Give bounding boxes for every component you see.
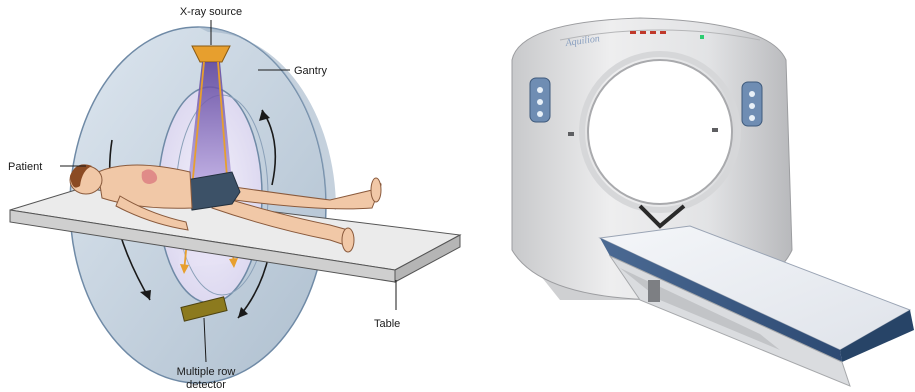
label-xray-source: X-ray source [180, 6, 242, 18]
control-panel-left-icon [530, 78, 550, 122]
scanner-bore [588, 60, 732, 204]
control-panel-right-icon [742, 82, 762, 126]
label-table: Table [374, 318, 400, 330]
label-detector-line2: detector [186, 379, 226, 391]
label-detector-line1: Multiple row [177, 366, 236, 378]
ct-diagram: X-ray source Gantry Patient Table Multip… [8, 6, 460, 391]
label-gantry: Gantry [294, 65, 328, 77]
label-patient: Patient [8, 161, 42, 173]
ct-scanner-photo: Aquilion [512, 18, 914, 386]
